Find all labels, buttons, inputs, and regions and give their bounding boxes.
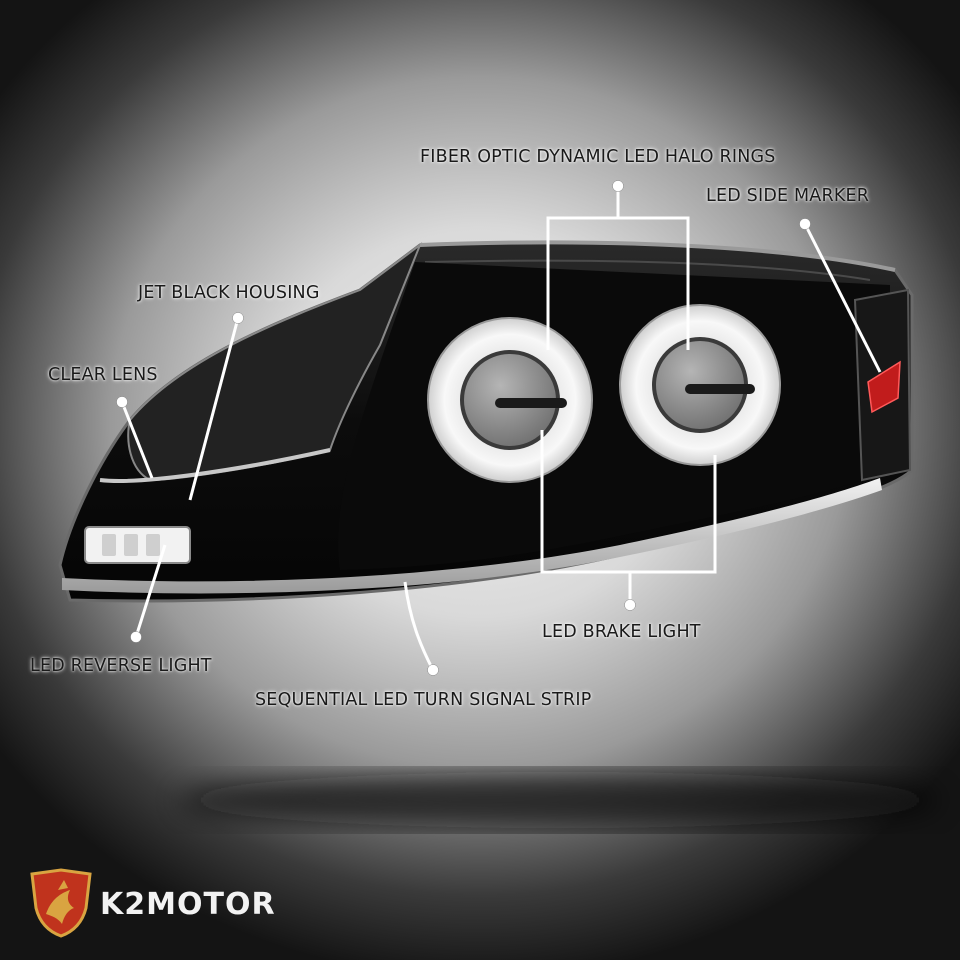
halo-ring-right	[619, 304, 781, 466]
label-brake-light: LED BRAKE LIGHT	[542, 622, 701, 642]
top-ridge	[424, 259, 871, 281]
callout-lines	[120, 186, 882, 671]
turn-signal-strip	[62, 478, 882, 594]
label-clear-lens: CLEAR LENS	[48, 365, 158, 385]
ground-shadow	[180, 772, 940, 828]
label-reverse-light: LED REVERSE LIGHT	[30, 656, 212, 676]
reverse-light-leds	[102, 534, 160, 556]
inner-chamber	[338, 262, 891, 570]
label-halo-rings: FIBER OPTIC DYNAMIC LED HALO RINGS	[420, 147, 776, 167]
griffin-shield-icon	[30, 868, 92, 938]
halo-ring-left	[427, 317, 593, 483]
top-trim	[419, 240, 896, 272]
callout-dots	[116, 180, 811, 676]
label-housing: JET BLACK HOUSING	[138, 283, 320, 303]
label-turn-signal: SEQUENTIAL LED TURN SIGNAL STRIP	[255, 690, 592, 710]
brand-logo-lockup: K2MOTOR	[28, 868, 328, 940]
brand-name: K2MOTOR	[100, 887, 276, 922]
label-side-marker: LED SIDE MARKER	[706, 186, 870, 206]
side-marker-light	[867, 360, 901, 414]
